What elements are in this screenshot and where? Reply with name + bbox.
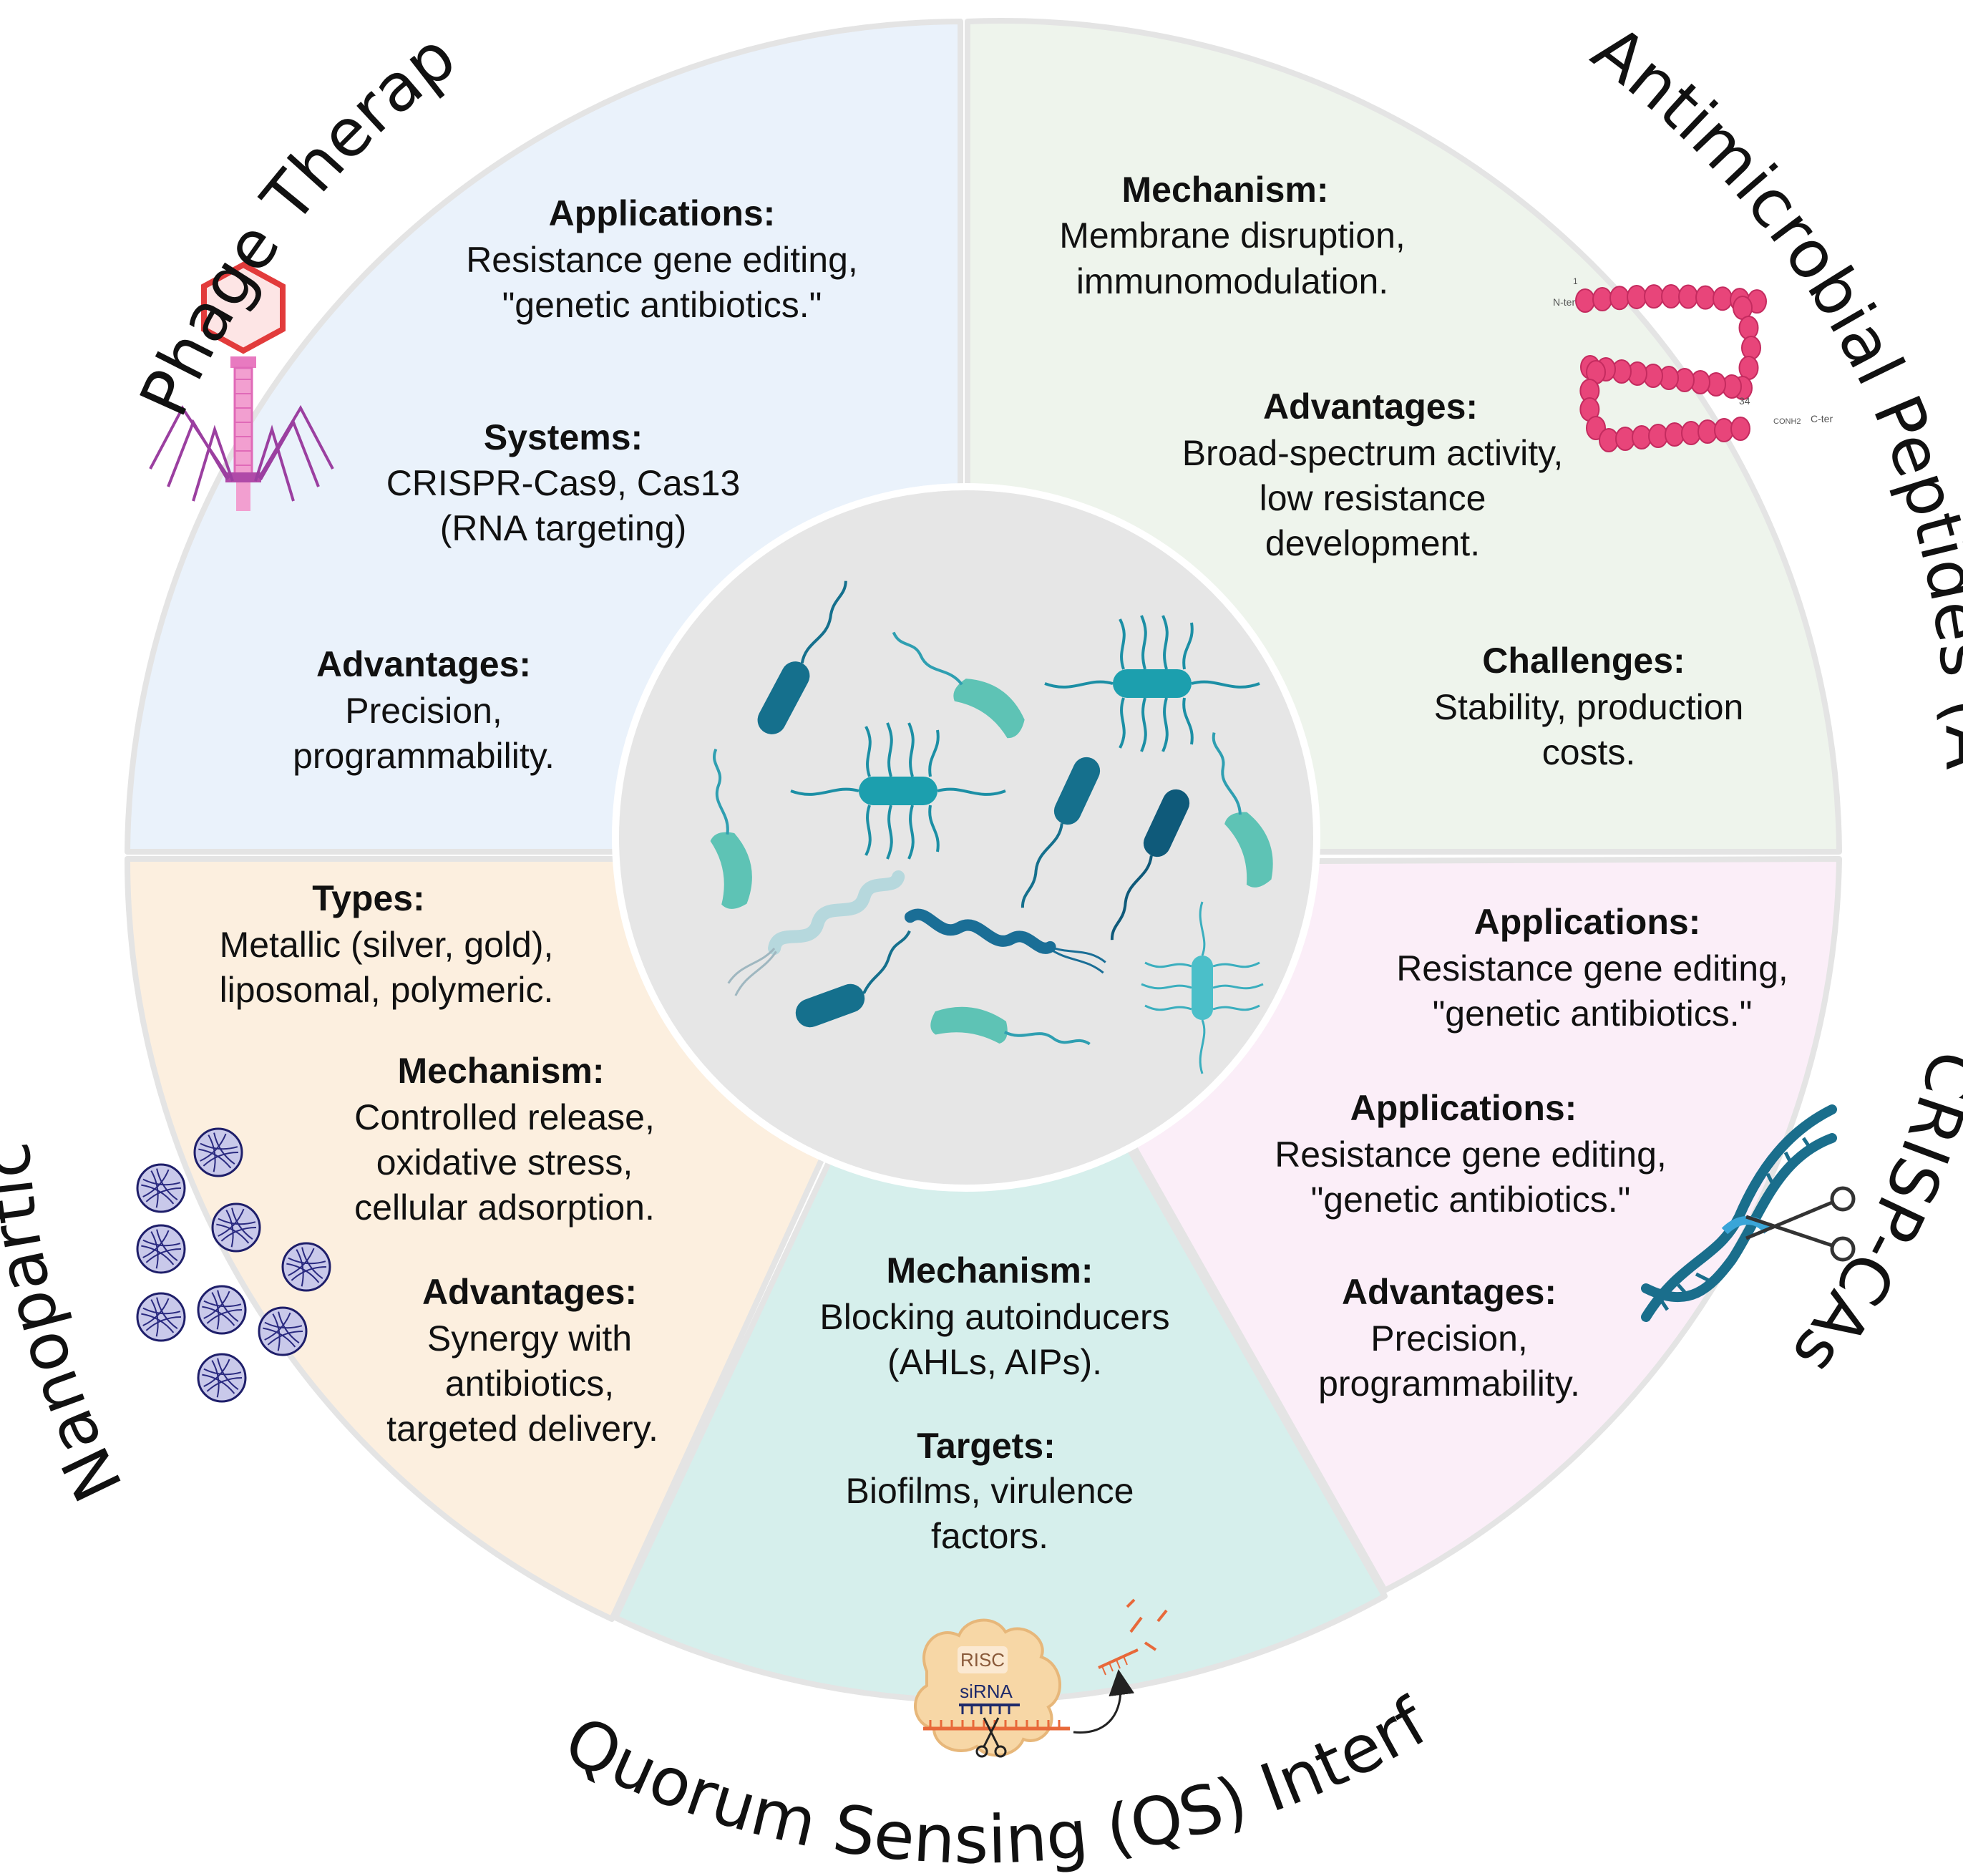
peptide-start-label: N-ter	[1553, 296, 1575, 308]
nanoparticle	[193, 1127, 243, 1177]
nanoparticle	[258, 1306, 308, 1356]
crispr-advantages-line-1: Precision,	[1370, 1318, 1528, 1359]
nano-advantages-label: Advantages:	[422, 1272, 637, 1312]
amp-mechanism-label: Mechanism:	[1122, 170, 1329, 210]
nano-types-line-2: liposomal, polymeric.	[220, 970, 554, 1010]
qs-mechanism-label: Mechanism:	[887, 1250, 1093, 1291]
nanoparticle	[197, 1353, 247, 1403]
crispr-applications-1-label: Applications:	[1474, 902, 1701, 942]
peptide-bead	[1713, 286, 1733, 311]
qs-targets-label: Targets:	[917, 1426, 1056, 1466]
phage-advantages-line-2: programmability.	[293, 736, 555, 776]
peptide-bead	[1738, 316, 1759, 340]
qs-targets-line-2: factors.	[931, 1516, 1048, 1556]
nanoparticle	[136, 1163, 186, 1213]
peptide-bead	[1609, 286, 1630, 311]
crispr-text: Applications: Resistance gene editing, "…	[1275, 902, 1788, 1404]
crispr-advantages-label: Advantages:	[1342, 1272, 1557, 1312]
peptide-bead	[1627, 284, 1647, 309]
peptide-bead	[1695, 285, 1715, 310]
amp-advantages-label: Advantages:	[1263, 387, 1478, 427]
amp-mechanism-line-2: immunomodulation.	[1076, 261, 1388, 301]
nano-mechanism-line-3: cellular adsorption.	[354, 1187, 655, 1228]
crispr-applications-2-label: Applications:	[1350, 1088, 1577, 1128]
amp-advantages-line-2: low resistance	[1260, 478, 1486, 518]
nanoparticle	[211, 1202, 261, 1253]
nanoparticle	[197, 1285, 247, 1335]
nano-types-label: Types:	[312, 878, 424, 918]
nanoparticle	[281, 1242, 331, 1292]
risc-label: RISC	[960, 1649, 1005, 1671]
amp-challenges-line-1: Stability, production	[1434, 687, 1744, 727]
amp-advantages-line-3: development.	[1265, 523, 1480, 563]
bacteriophage-icon	[149, 261, 334, 511]
peptide-bead	[1678, 284, 1698, 309]
amp-text: Mechanism: Membrane disruption, immunomo…	[1059, 170, 1743, 772]
peptide-bead	[1730, 417, 1750, 441]
sirna-label: siRNA	[960, 1681, 1013, 1702]
peptide-bead	[1644, 284, 1664, 309]
bacteria-cluster-icon	[710, 580, 1273, 1074]
dna-scissors-icon	[1641, 1104, 1856, 1322]
phage-applications-label: Applications:	[549, 193, 776, 233]
phage-therapy-text: Applications: Resistance gene editing, "…	[293, 193, 858, 776]
nanoparticle-cluster-icon	[136, 1127, 331, 1403]
qs-targets-line-1: Biofilms, virulence	[846, 1471, 1134, 1511]
peptide-end-label: C-ter	[1811, 413, 1833, 424]
nano-types-line-1: Metallic (silver, gold),	[220, 925, 554, 965]
title-nanoparticles: Nanoparticles	[0, 0, 137, 1512]
nanoparticle	[136, 1292, 186, 1342]
nano-mechanism-line-2: oxidative stress,	[376, 1142, 633, 1182]
nano-text: Types: Metallic (silver, gold), liposoma…	[220, 878, 658, 1449]
peptide-start-number: 1	[1573, 276, 1578, 286]
crispr-applications-1-line-2: "genetic antibiotics."	[1433, 993, 1753, 1034]
peptide-end-number: 34	[1739, 395, 1750, 407]
phage-applications-line-1: Resistance gene editing,	[466, 240, 858, 280]
amp-mechanism-line-1: Membrane disruption,	[1059, 215, 1406, 256]
peptide-chain-icon: 1 N-ter 34 CONH2 C-ter	[1553, 276, 1833, 452]
phage-applications-line-2: "genetic antibiotics."	[502, 285, 822, 325]
risc-sirna-icon: RISC siRNA	[914, 1598, 1168, 1758]
phage-systems-line-2: (RNA targeting)	[440, 508, 687, 548]
phage-systems-line-1: CRISPR-Cas9, Cas13	[386, 463, 741, 503]
amp-challenges-label: Challenges:	[1482, 641, 1685, 681]
qs-mechanism-line-1: Blocking autoinducers	[819, 1297, 1169, 1337]
nano-advantages-line-1: Synergy with	[427, 1318, 632, 1359]
peptide-bead	[1741, 336, 1761, 360]
peptide-bead	[1661, 284, 1681, 309]
crispr-applications-1-line-1: Resistance gene editing,	[1396, 948, 1788, 988]
nano-advantages-line-3: targeted delivery.	[386, 1409, 658, 1449]
qs-mechanism-line-2: (AHLs, AIPs).	[887, 1342, 1102, 1382]
phage-advantages-line-1: Precision,	[345, 691, 502, 731]
peptide-bead	[1575, 288, 1595, 313]
amp-advantages-line-1: Broad-spectrum activity,	[1182, 433, 1564, 473]
nano-advantages-line-2: antibiotics,	[445, 1364, 614, 1404]
center-circle	[612, 483, 1320, 1192]
qs-text: Mechanism: Blocking autoinducers (AHLs, …	[819, 1250, 1169, 1556]
nano-mechanism-line-1: Controlled release,	[354, 1097, 655, 1137]
crispr-advantages-line-2: programmability.	[1318, 1364, 1580, 1404]
nanoparticle	[136, 1224, 186, 1274]
peptide-bead	[1592, 287, 1612, 312]
phage-advantages-label: Advantages:	[316, 644, 531, 684]
amp-challenges-line-2: costs.	[1542, 732, 1636, 772]
nano-mechanism-label: Mechanism:	[398, 1051, 605, 1091]
phage-systems-label: Systems:	[484, 417, 643, 457]
crispr-applications-2-line-1: Resistance gene editing,	[1275, 1134, 1667, 1175]
crispr-applications-2-line-2: "genetic antibiotics."	[1311, 1180, 1631, 1220]
peptide-end-group: CONH2	[1773, 417, 1801, 426]
